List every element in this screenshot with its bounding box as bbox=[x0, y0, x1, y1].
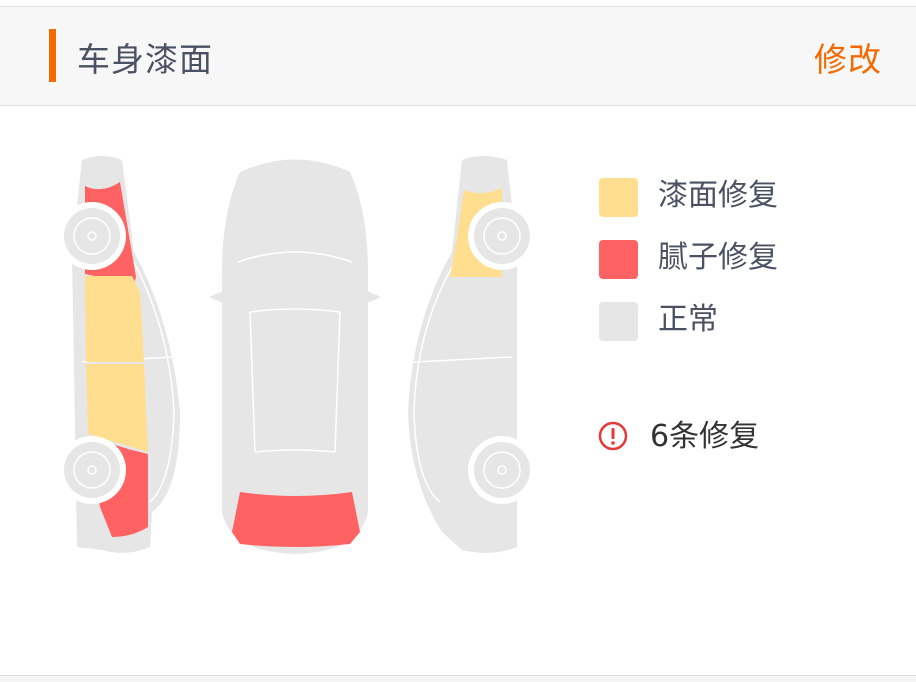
bottom-divider bbox=[0, 675, 916, 682]
legend-label: 正常 bbox=[658, 302, 718, 337]
swatch-paint-repair bbox=[599, 178, 638, 217]
swatch-putty-repair bbox=[599, 240, 638, 279]
car-left-side-view bbox=[58, 156, 180, 553]
section-header: 车身漆面 修改 bbox=[0, 7, 916, 106]
legend-label: 腻子修复 bbox=[658, 240, 778, 275]
warning-circle-icon bbox=[598, 421, 628, 451]
car-top-view bbox=[210, 159, 380, 554]
section-title: 车身漆面 bbox=[77, 40, 213, 79]
repair-count-text: 6条修复 bbox=[650, 419, 760, 454]
car-right-side-view bbox=[408, 156, 536, 553]
top-divider bbox=[0, 0, 916, 7]
swatch-normal bbox=[599, 302, 638, 341]
accent-bar bbox=[49, 29, 56, 82]
legend-label: 漆面修复 bbox=[658, 178, 778, 213]
edit-button[interactable]: 修改 bbox=[814, 40, 882, 79]
